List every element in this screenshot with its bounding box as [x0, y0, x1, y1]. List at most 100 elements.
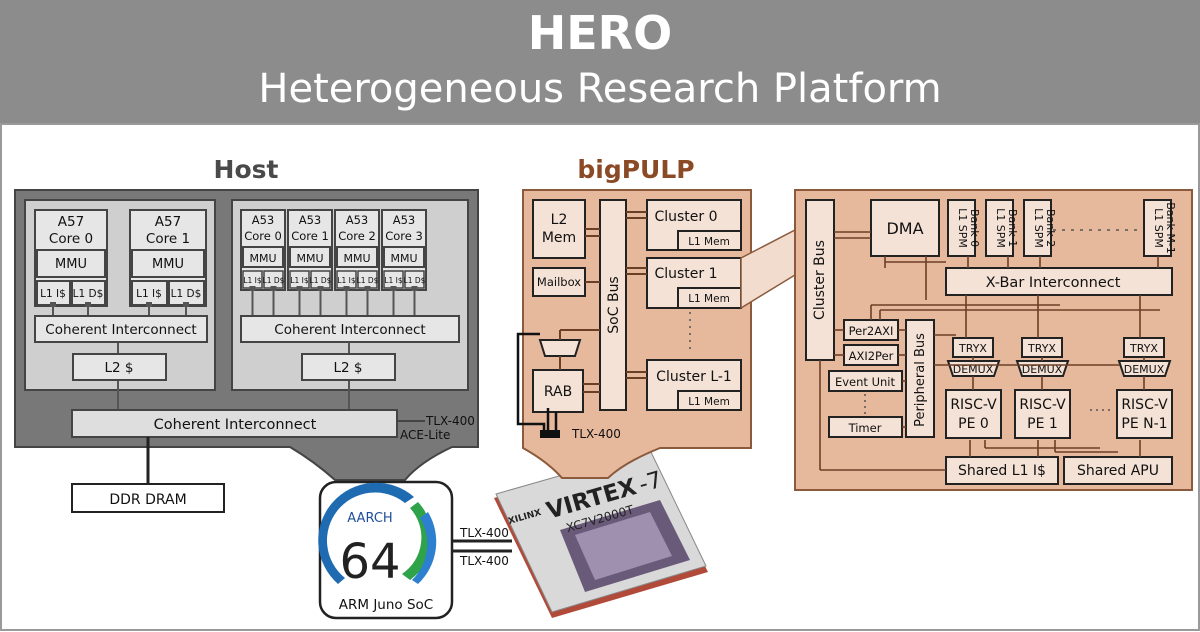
a53-l2-box	[301, 353, 396, 381]
header-banner: HERO Heterogeneous Research Platform	[0, 0, 1200, 124]
juno-soc: AARCH 64 ARM Juno SoC	[318, 480, 454, 620]
a53-core-0-label-b: Core 0	[244, 229, 282, 243]
spm-bank-3-line-2: Bank M-1	[1164, 202, 1177, 254]
a53-core-3-mmu-box	[383, 246, 425, 268]
a53-core-2-l1d: L1 D$	[357, 276, 379, 285]
a57-core-1: A57 Core 1 MMU L1 I$ L1 D$	[129, 209, 207, 307]
fpga-die-pattern	[575, 512, 672, 580]
a53-core-3-mmu: MMU	[390, 252, 417, 265]
juno-label: ARM Juno SoC	[339, 597, 433, 613]
a57-core-0-label-b: Core 0	[49, 231, 93, 247]
a57-core-0-l1d: L1 D$	[73, 288, 104, 300]
spm-bank-0-line-2: Bank 0	[968, 209, 981, 247]
host-section: Host A57 Core 0 MMU L1 I$ L1 D$ A57 Core…	[14, 155, 479, 513]
timer: Timer	[848, 421, 882, 435]
cluster-0-mem-box	[677, 230, 742, 251]
l2-mem-line-1: L2	[551, 212, 568, 228]
a53-core-0-mmu: MMU	[249, 252, 276, 265]
spm-bank-0-box	[947, 199, 976, 257]
spm-bank-3-box	[1143, 199, 1172, 257]
a53-core-0-l1i: L1 I$	[243, 276, 262, 285]
a53-core-2-l1i: L1 I$	[337, 276, 356, 285]
pe-1-demux: DEMUX	[1022, 363, 1063, 376]
a53-core-2-mmu-box	[336, 246, 378, 268]
a57-core-1-mmu-box	[131, 249, 205, 278]
a57-core-0: A57 Core 0 MMU L1 I$ L1 D$	[34, 209, 108, 307]
a53-core-1-l1d: L1 D$	[310, 276, 332, 285]
tlx-connector	[540, 430, 560, 438]
host-title: Host	[214, 155, 279, 184]
spm-bank-2-box	[1023, 199, 1052, 257]
a53-l2: L2 $	[334, 360, 363, 376]
a53-core-2-port-0	[343, 286, 350, 291]
a53-coherent-interconnect: Coherent Interconnect	[274, 322, 425, 338]
aarch-64-text: 64	[339, 534, 400, 590]
a53-core-2-mmu: MMU	[343, 252, 370, 265]
bigpulp-tlx-label: TLX-400	[571, 427, 621, 441]
a53-core-3-port-0	[390, 286, 397, 291]
a53-core-1-l1i: L1 I$	[290, 276, 309, 285]
bigpulp-title: bigPULP	[577, 155, 694, 184]
a57-links	[50, 302, 189, 410]
page-title: HERO	[527, 6, 673, 60]
soc-bus: SoC Bus	[606, 276, 622, 333]
pe-0-name-b: PE 0	[958, 416, 989, 432]
l2-mem-line-2: Mem	[542, 230, 576, 246]
pe-2-demux: DEMUX	[1124, 363, 1165, 376]
a53-core-3-l1d: L1 D$	[404, 276, 426, 285]
peripheral-bus-box	[905, 319, 935, 438]
a53-core-1-mmu-box	[289, 246, 331, 268]
a53-core-3-l1i: L1 I$	[384, 276, 403, 285]
cluster-0-mem: L1 Mem	[688, 236, 730, 248]
spm-bank-1-line-1: L1 SPM	[994, 208, 1007, 248]
fpga-chip: XILINX VIRTEX -7 XC7V2000T	[494, 449, 708, 618]
spm-bank-0-line-1: L1 SPM	[956, 208, 969, 248]
rab-box	[532, 369, 584, 413]
pe-2-name-b: PE N-1	[1121, 416, 1167, 432]
pe-2-core-box	[1116, 389, 1173, 439]
a57-core-1-l1i: L1 I$	[136, 288, 162, 300]
cluster-wires	[819, 231, 1160, 471]
spm-bank-1-line-2: Bank 1	[1006, 209, 1019, 247]
cluster-0-name: Cluster 0	[654, 209, 717, 225]
soc-bus-links	[559, 211, 647, 393]
a53-core-1-mmu: MMU	[296, 252, 323, 265]
host-tlx-label: TLX-400	[425, 414, 475, 428]
a53-core-0-mmu-box	[242, 246, 284, 268]
mailbox: Mailbox	[537, 275, 581, 289]
a53-core-1-port-1	[317, 286, 324, 291]
a57-coherent-interconnect: Coherent Interconnect	[45, 322, 196, 338]
a57-coherent-interconnect-box	[34, 315, 208, 343]
a57-l2: L2 $	[105, 360, 134, 376]
bigpulp-section: bigPULP L2 Mem Mailbox RAB SoC Bus Clust…	[516, 155, 796, 479]
a53-core-3-label-a: A53	[393, 213, 416, 227]
pe-0-name-a: RISC-V	[950, 397, 997, 413]
aarch-swoosh-blue-2	[412, 512, 437, 584]
cluster-l1-mem: L1 Mem	[688, 396, 730, 408]
a53-core-0-port-1	[270, 286, 277, 291]
pe-2-demux-box	[1117, 360, 1172, 377]
pe-2-tryx: TRYX	[1129, 342, 1158, 355]
page-subtitle: Heterogeneous Research Platform	[258, 66, 942, 112]
a57-core-0-mmu: MMU	[55, 257, 87, 272]
link-label-1: TLX-400	[459, 554, 509, 568]
a57-l2-box	[72, 353, 167, 381]
a53-core-3-port-1	[411, 286, 418, 291]
main-coherent-interconnect: Coherent Interconnect	[154, 417, 317, 433]
a57-core-1-mmu: MMU	[152, 257, 184, 272]
link-label-0: TLX-400	[459, 526, 509, 540]
a53-core-2-port-1	[364, 286, 371, 291]
host-ace-label: ACE-Lite	[400, 428, 450, 442]
a57-core-1-label-b: Core 1	[146, 231, 190, 247]
axi2per: AXI2Per	[849, 349, 894, 363]
cluster-1-name: Cluster 1	[654, 266, 717, 282]
